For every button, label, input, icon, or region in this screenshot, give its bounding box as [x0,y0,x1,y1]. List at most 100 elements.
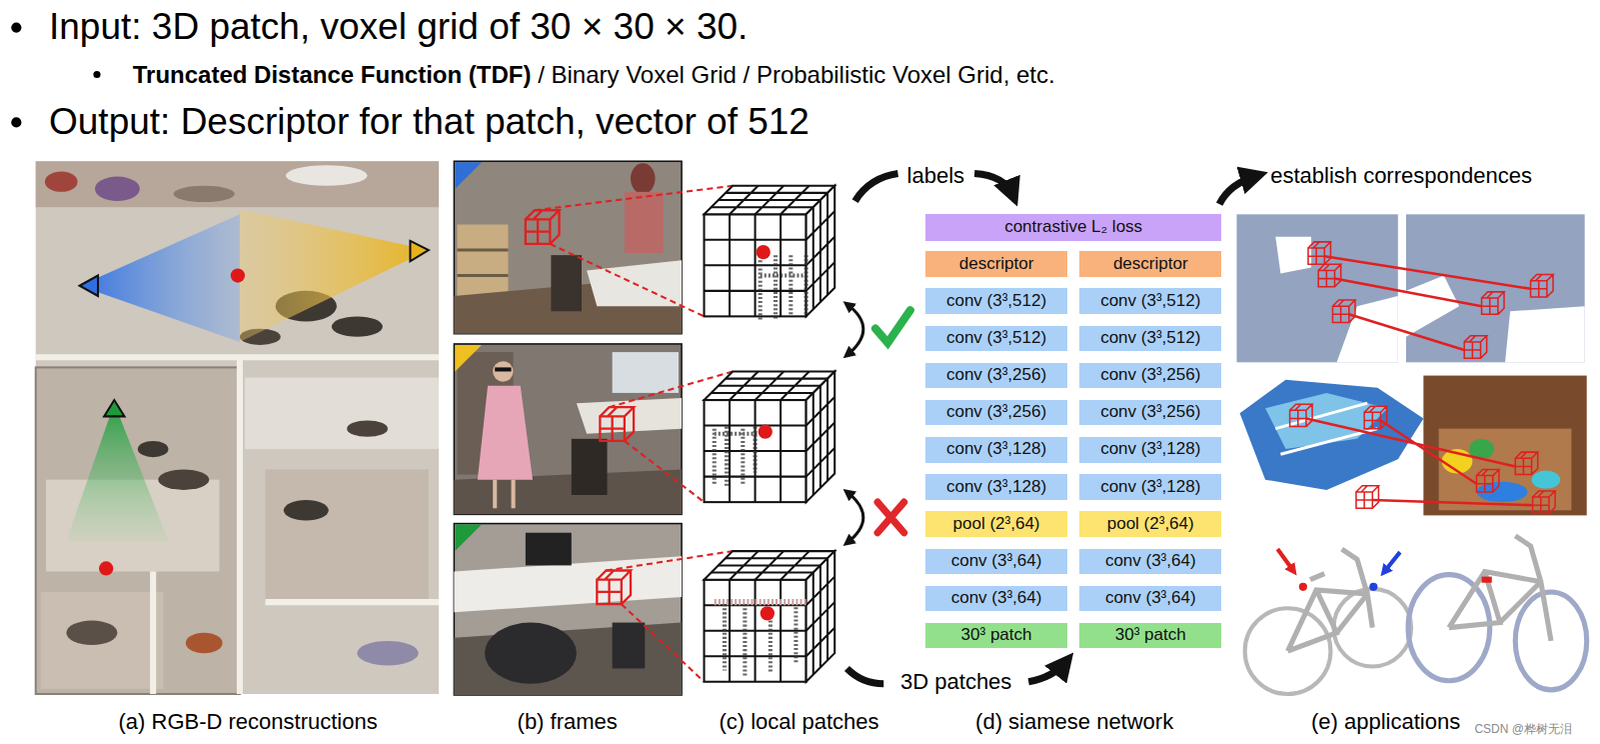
match-symbol [877,501,905,533]
layer-label: pool (2³,64) [953,514,1041,534]
match-symbol [875,309,911,343]
layer-box: conv (3³,64) [1079,585,1222,612]
match-symbol [846,303,863,355]
layer-label: conv (3³,128) [1100,477,1201,497]
layer-label: conv (3³,64) [951,588,1043,608]
layer-label: conv (3³,512) [946,291,1047,311]
depth-image [1237,213,1586,362]
panel-caption: (a) RGB-D reconstructions [118,708,378,734]
layer-label: conv (3³,64) [951,551,1043,571]
arrow-label: labels [907,162,965,188]
scene-model [1532,469,1562,488]
voxel-patch [704,370,836,502]
frame-photo [453,160,682,333]
frame-photo [454,524,482,552]
layer-box: conv (3³,512) [925,325,1068,352]
depth-image [1505,305,1586,362]
layer-box: conv (3³,128) [925,436,1068,463]
flow-arrow [1219,175,1258,205]
depth-image [1482,291,1505,314]
layer-label: conv (3³,128) [1100,439,1201,459]
reconstruction-image [35,366,240,694]
voxel-patch [756,244,771,259]
depth-image [1332,299,1355,322]
bullet-dot [10,21,21,32]
reconstruction-image [331,315,383,336]
layer-box: descriptor [1079,250,1222,277]
layer-box: conv (3³,128) [925,473,1068,500]
panel-caption: (e) applications [1311,708,1461,734]
bullet-text: Output: Descriptor for that patch, vecto… [48,100,810,142]
reconstruction-image [65,402,168,541]
reconstruction-image [103,399,124,416]
reconstruction-image [264,468,428,602]
reconstruction-image [35,356,439,694]
reconstruction-image [40,591,164,689]
layer-label: conv (3³,64) [1105,588,1197,608]
layer-box: pool (2³,64) [1079,510,1222,537]
voxel-patch [714,426,761,488]
reconstruction-image [137,440,169,457]
bike-model [1299,582,1308,591]
frame-photo [599,406,634,441]
reconstruction-image [239,208,429,342]
reconstruction-image [230,267,245,282]
reconstruction-image [346,419,388,436]
scene-model [1439,428,1573,511]
frame-photo [550,254,582,311]
leader-line [534,185,733,317]
reconstruction-image [98,560,113,575]
frame-photo [525,209,560,244]
reconstruction-image [173,185,235,202]
bike-model [1449,535,1552,641]
layer-label: descriptor [959,254,1035,274]
layer-box: conv (3³,128) [1079,436,1222,463]
layer-box: conv (3³,128) [1079,473,1222,500]
layer-label: conv (3³,512) [946,328,1047,348]
voxel-patch [724,603,796,675]
frame-photo [630,162,656,194]
panel-caption: (c) local patches [718,708,879,734]
scene-model [1240,379,1425,490]
reconstruction-image [35,160,439,694]
reconstruction-image [283,499,329,520]
reconstruction-image [94,176,140,201]
bullet-text: / Binary Voxel Grid / Probabilistic Voxe… [537,60,1056,88]
reconstruction-image [285,164,368,185]
bullet-dot [10,116,21,127]
voxel-patch [758,424,773,439]
bullet-text: Input: 3D patch, voxel grid of 30 × 30 ×… [48,5,748,47]
layer-label: conv (3³,128) [946,439,1047,459]
match-symbol [846,491,863,543]
arrow-label: establish correspondences [1270,162,1533,188]
flow-arrow [855,172,899,201]
layer-box: conv (3³,256) [1079,362,1222,389]
layer-label: descriptor [1113,254,1189,274]
panel-caption: (b) frames [517,708,618,734]
voxel-patch [760,605,775,620]
voxel-patch [704,550,836,682]
layer-box: conv (3³,512) [1079,325,1222,352]
layer-label: conv (3³,256) [946,365,1047,385]
scene-model [1364,405,1387,428]
layer-box: 30³ patch [1079,622,1222,649]
frame-photo [453,523,682,695]
scene-model [1515,451,1538,474]
layer-box: conv (3³,64) [1079,548,1222,575]
frame-photo [525,532,572,566]
layer-label: conv (3³,256) [946,402,1047,422]
layer-label: conv (3³,128) [946,477,1047,497]
layer-label: conv (3³,256) [1100,402,1201,422]
layer-box: descriptor [925,250,1068,277]
reconstruction-image [65,620,117,645]
loss-box: contrastive L₂ loss [925,213,1222,241]
depth-image [1237,213,1399,362]
depth-image [1308,241,1331,264]
layer-box: 30³ patch [925,622,1068,649]
frame-photo [571,438,608,495]
depth-image [1531,274,1554,297]
reconstruction-image [79,275,98,296]
layer-label: conv (3³,512) [1100,328,1201,348]
reconstruction-image [244,377,439,449]
